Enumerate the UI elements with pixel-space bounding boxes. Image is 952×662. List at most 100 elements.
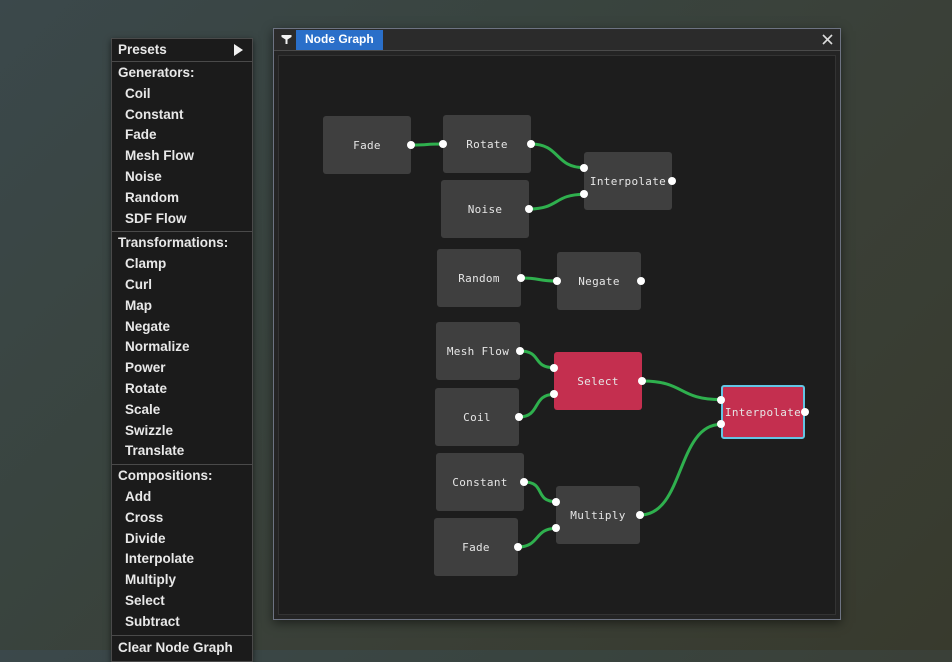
node-input-port[interactable] xyxy=(439,140,447,148)
node-input-port[interactable] xyxy=(550,363,558,372)
menu-item-noise[interactable]: Noise xyxy=(125,168,162,184)
menu-item-negate[interactable]: Negate xyxy=(125,318,171,334)
node-output-port[interactable] xyxy=(520,478,528,486)
node-output-port[interactable] xyxy=(527,140,535,148)
menu-item-normalize[interactable]: Normalize xyxy=(125,339,190,355)
node-output-port[interactable] xyxy=(636,511,644,519)
node-output-port[interactable] xyxy=(514,543,522,551)
node-label: Fade xyxy=(462,540,490,554)
node-label: Multiply xyxy=(570,508,626,522)
menu-item-curl[interactable]: Curl xyxy=(125,276,152,292)
menu-item-power[interactable]: Power xyxy=(125,360,166,376)
node-input-port[interactable] xyxy=(717,395,725,404)
graph-node-noise1[interactable]: Noise xyxy=(441,180,529,238)
filter-dropdown-icon[interactable] xyxy=(278,32,294,48)
graph-edge xyxy=(518,349,556,370)
graph-node-select1[interactable]: Select xyxy=(554,352,642,410)
graph-node-interpolate2[interactable]: Interpolate xyxy=(721,385,805,439)
node-input-port[interactable] xyxy=(552,524,560,533)
node-output-port[interactable] xyxy=(517,274,525,282)
menu-item-clamp[interactable]: Clamp xyxy=(125,256,167,272)
presets-menu-footer-section: Clear Node Graph xyxy=(112,634,252,661)
presets-menu-header[interactable]: Presets xyxy=(112,39,252,62)
graph-node-rotate1[interactable]: Rotate xyxy=(443,115,531,173)
menu-item-coil[interactable]: Coil xyxy=(125,85,151,101)
menu-item-add[interactable]: Add xyxy=(125,488,152,504)
node-label: Fade xyxy=(353,138,381,152)
graph-node-negate1[interactable]: Negate xyxy=(557,252,641,310)
menu-item-mesh-flow[interactable]: Mesh Flow xyxy=(125,148,195,164)
menu-item-translate[interactable]: Translate xyxy=(125,443,185,459)
presets-menu-title: Presets xyxy=(118,42,167,57)
menu-group-label: Compositions: xyxy=(118,468,213,484)
graph-node-meshflow1[interactable]: Mesh Flow xyxy=(436,322,520,380)
menu-item-constant[interactable]: Constant xyxy=(125,106,184,122)
node-output-port[interactable] xyxy=(525,205,533,213)
triangle-right-icon xyxy=(234,43,243,56)
node-label: Constant xyxy=(452,475,508,489)
node-label: Mesh Flow xyxy=(446,344,510,358)
node-output-port[interactable] xyxy=(668,177,676,185)
menu-item-scale[interactable]: Scale xyxy=(125,401,161,417)
node-label: Noise xyxy=(467,202,503,216)
menu-item-map[interactable]: Map xyxy=(125,297,152,313)
node-label: Interpolate xyxy=(589,174,667,188)
graph-node-constant1[interactable]: Constant xyxy=(436,453,524,511)
node-output-port[interactable] xyxy=(516,347,524,355)
node-input-port[interactable] xyxy=(553,277,561,285)
menu-item-sdf-flow[interactable]: SDF Flow xyxy=(125,210,187,226)
menu-item-subtract[interactable]: Subtract xyxy=(125,613,180,629)
node-label: Select xyxy=(577,374,619,388)
node-output-port[interactable] xyxy=(801,408,809,416)
menu-item-cross[interactable]: Cross xyxy=(125,509,164,525)
node-output-port[interactable] xyxy=(515,413,523,421)
node-output-port[interactable] xyxy=(637,277,645,285)
node-input-port[interactable] xyxy=(580,190,588,199)
node-label: Rotate xyxy=(466,137,508,151)
menu-item-divide[interactable]: Divide xyxy=(125,530,166,546)
graph-edge xyxy=(638,422,723,517)
node-label: Negate xyxy=(578,274,620,288)
node-input-port[interactable] xyxy=(580,163,588,172)
menu-item-interpolate[interactable]: Interpolate xyxy=(125,551,195,567)
close-icon[interactable] xyxy=(814,29,840,50)
menu-item-multiply[interactable]: Multiply xyxy=(125,572,176,588)
window-titlebar: Node Graph xyxy=(274,29,840,51)
node-output-port[interactable] xyxy=(638,377,646,385)
node-label: Random xyxy=(458,271,500,285)
menu-item-random[interactable]: Random xyxy=(125,189,179,205)
graph-edge xyxy=(517,392,556,419)
graph-node-fade1[interactable]: Fade xyxy=(323,116,411,174)
graph-edge xyxy=(527,192,586,211)
menu-item-select[interactable]: Select xyxy=(125,592,165,608)
graph-node-coil1[interactable]: Coil xyxy=(435,388,519,446)
graph-edge xyxy=(640,379,723,402)
tab-node-graph[interactable]: Node Graph xyxy=(296,29,383,50)
menu-item-fade[interactable]: Fade xyxy=(125,127,157,143)
graph-node-fade2[interactable]: Fade xyxy=(434,518,518,576)
menu-item-rotate[interactable]: Rotate xyxy=(125,380,168,396)
node-input-port[interactable] xyxy=(550,390,558,399)
graph-node-multiply1[interactable]: Multiply xyxy=(556,486,640,544)
clear-node-graph-item[interactable]: Clear Node Graph xyxy=(118,639,233,655)
node-input-port[interactable] xyxy=(717,420,725,429)
node-output-port[interactable] xyxy=(407,141,415,149)
node-label: Coil xyxy=(463,410,491,424)
menu-item-swizzle[interactable]: Swizzle xyxy=(125,422,174,438)
graph-node-random1[interactable]: Random xyxy=(437,249,521,307)
graph-edge xyxy=(529,142,586,170)
node-label: Interpolate xyxy=(724,405,802,419)
node-input-port[interactable] xyxy=(552,497,560,506)
menu-group-label: Generators: xyxy=(118,65,195,80)
graph-node-interpolate1[interactable]: Interpolate xyxy=(584,152,672,210)
graph-edge xyxy=(516,526,558,549)
graph-edge xyxy=(519,276,559,283)
graph-edge xyxy=(522,480,558,504)
